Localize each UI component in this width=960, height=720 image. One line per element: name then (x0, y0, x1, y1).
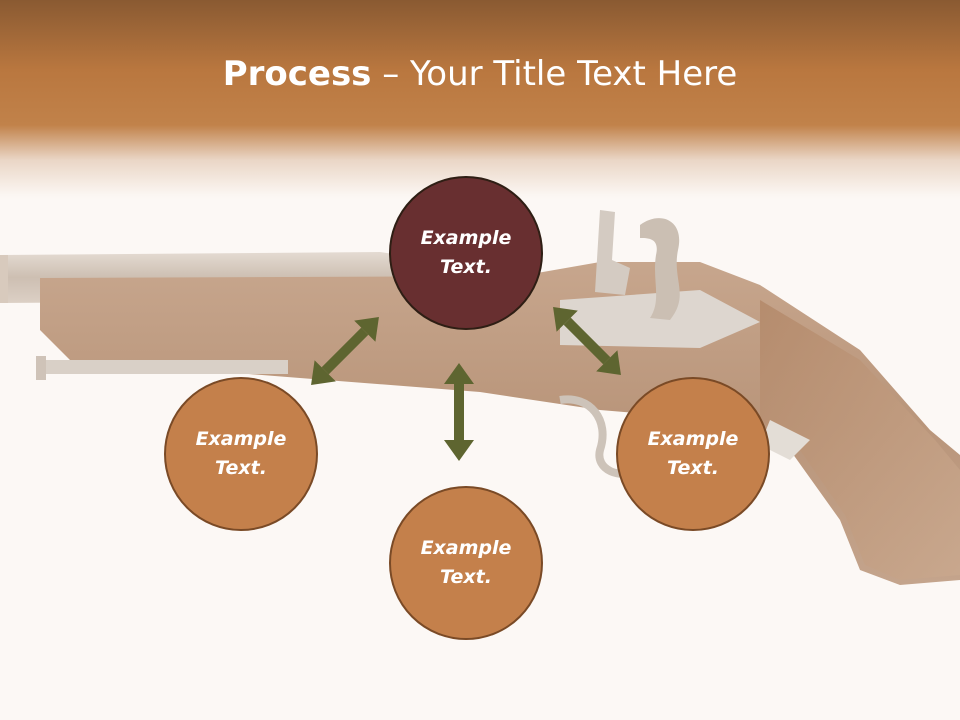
circle-bottom: Example Text. (389, 486, 543, 640)
circle-top: Example Text. (389, 176, 543, 330)
title-bold: Process (222, 54, 372, 94)
double-arrow-down-icon (444, 363, 474, 461)
double-arrow-left-icon (311, 317, 379, 385)
circle-left: Example Text. (164, 377, 318, 531)
slide-title: Process – Your Title Text Here (0, 52, 960, 96)
circle-left-text: Example Text. (195, 428, 287, 479)
header-band (0, 0, 960, 200)
circle-right-text: Example Text. (647, 428, 739, 479)
circle-top-text: Example Text. (420, 227, 512, 278)
title-rest: – Your Title Text Here (371, 54, 738, 94)
double-arrow-right-icon (553, 307, 621, 375)
circle-bottom-text: Example Text. (420, 537, 512, 588)
circle-right: Example Text. (616, 377, 770, 531)
